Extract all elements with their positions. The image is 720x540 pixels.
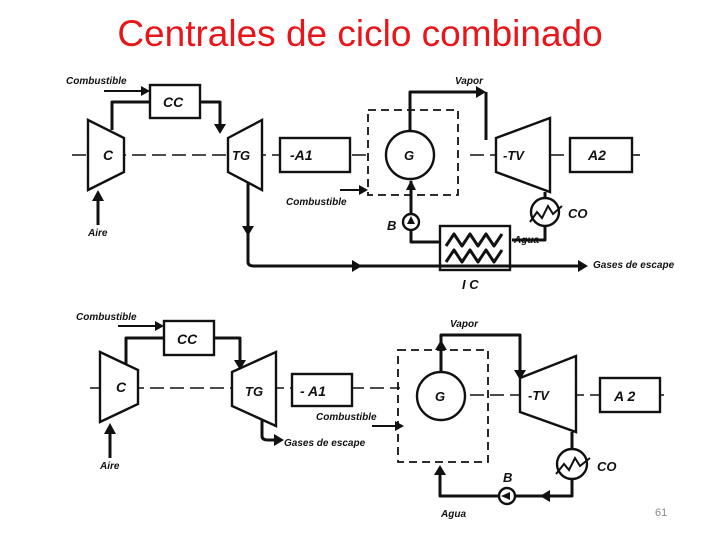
bottom-combustion-chamber-label: CC — [177, 331, 198, 347]
top-alternator-1 — [278, 136, 352, 174]
bottom-fuel-label: Combustible — [76, 312, 137, 323]
bottom-steam-arrow-down — [514, 370, 526, 380]
bottom-generator-label: G — [435, 389, 445, 404]
top-air-arrow — [92, 190, 104, 201]
top-gas-turbine-label: TG — [232, 148, 250, 163]
bottom-alternator-2 — [598, 376, 662, 414]
top-feedwater-return — [409, 230, 440, 244]
bottom-gas-turbine-label: TG — [245, 384, 263, 399]
bottom-water-label: Agua — [440, 509, 466, 520]
top-alternator-1-label: -A1 — [290, 147, 313, 163]
top-exhaust-arrow-out — [578, 260, 588, 272]
bottom-steam-turbine — [518, 354, 578, 434]
top-heat-exchanger-coil-2 — [444, 248, 504, 264]
top-alternator-2 — [568, 136, 634, 174]
top-heat-exchanger-label: I C — [462, 277, 479, 292]
top-gas-turbine — [226, 118, 264, 192]
top-steam-arrow — [476, 86, 486, 98]
bottom-supplementary-fuel-arrow — [395, 421, 404, 431]
bottom-steam-label: Vapor — [450, 319, 479, 330]
top-condenser-label: CO — [568, 206, 588, 221]
top-heat-exchanger-coil-1 — [444, 232, 504, 248]
bottom-exhaust-arrow — [274, 434, 284, 446]
top-exhaust-arrow-down — [242, 226, 254, 236]
top-compressed-air-pipe — [110, 100, 150, 130]
bottom-air-arrow — [104, 423, 116, 434]
bottom-diagram: Combustible CC C TG Aire - A1 Combustibl… — [76, 312, 665, 520]
bottom-pump-label: B — [503, 470, 512, 485]
bottom-fuel-arrow — [155, 321, 164, 331]
top-diagram: Combustible CC C TG Aire -A1 G Vapor — [66, 76, 675, 292]
top-pump-arrow — [407, 216, 415, 224]
bottom-supplementary-fuel-label: Combustible — [316, 412, 377, 423]
bottom-gas-turbine — [230, 350, 278, 428]
top-water-label: Agua — [513, 235, 539, 246]
bottom-alternator-2-label: A 2 — [613, 388, 635, 404]
top-compressor-label: C — [103, 147, 114, 163]
top-fuel-arrow — [141, 86, 150, 96]
top-exhaust-pipe — [246, 182, 580, 268]
top-generator-enclosure — [367, 109, 459, 196]
bottom-water-arrow-up — [434, 465, 446, 475]
top-fuel-label: Combustible — [66, 76, 127, 87]
bottom-air-label: Aire — [99, 461, 120, 472]
top-steam-label: Vapor — [455, 76, 484, 87]
top-combustion-chamber — [148, 83, 202, 120]
bottom-pump-arrow — [501, 492, 510, 500]
top-exhaust-label: Gases de escape — [593, 260, 675, 271]
bottom-compressed-air-pipe — [124, 336, 164, 364]
bottom-exhaust-pipe — [260, 420, 278, 442]
bottom-water-arrow-left — [540, 490, 550, 502]
top-hot-gas-pipe — [200, 100, 222, 128]
top-compressor — [86, 118, 126, 192]
top-condenser-coil — [529, 203, 563, 223]
bottom-hot-gas-pipe — [214, 336, 242, 364]
page-number: 61 — [655, 507, 668, 519]
bottom-exhaust-label: Gases de escape — [284, 438, 366, 449]
top-generator-label: G — [404, 148, 414, 163]
top-heat-exchanger — [438, 224, 512, 272]
bottom-alternator-1-label: - A1 — [300, 383, 326, 399]
bottom-alternator-1 — [290, 372, 354, 408]
bottom-steam-pipe — [439, 333, 522, 376]
slide-title: Centrales de ciclo combinado — [117, 13, 603, 54]
bottom-compressor-label: C — [116, 379, 127, 395]
bottom-steam-arrow-up — [435, 340, 447, 350]
top-water-pipe — [512, 226, 547, 242]
top-pump-label: B — [387, 218, 396, 233]
top-air-label: Aire — [87, 228, 108, 239]
top-alternator-2-label: A2 — [587, 147, 606, 163]
bottom-steam-turbine-label: -TV — [528, 388, 550, 403]
top-combustion-chamber-label: CC — [163, 94, 184, 110]
bottom-condenser-label: CO — [597, 459, 617, 474]
top-feedwater-arrow — [406, 180, 416, 190]
top-hot-gas-arrow — [214, 124, 226, 134]
bottom-hot-gas-arrow — [234, 360, 246, 370]
top-steam-turbine — [494, 116, 552, 194]
top-exhaust-arrow-mid — [352, 260, 362, 272]
bottom-condenser-coil — [555, 455, 591, 475]
top-supplementary-fuel-label: Combustible — [286, 197, 347, 208]
top-supplementary-fuel-arrow — [359, 185, 368, 195]
top-steam-turbine-label: -TV — [503, 148, 525, 163]
bottom-combustion-chamber — [162, 319, 216, 357]
top-steam-pipe-left — [408, 90, 478, 131]
